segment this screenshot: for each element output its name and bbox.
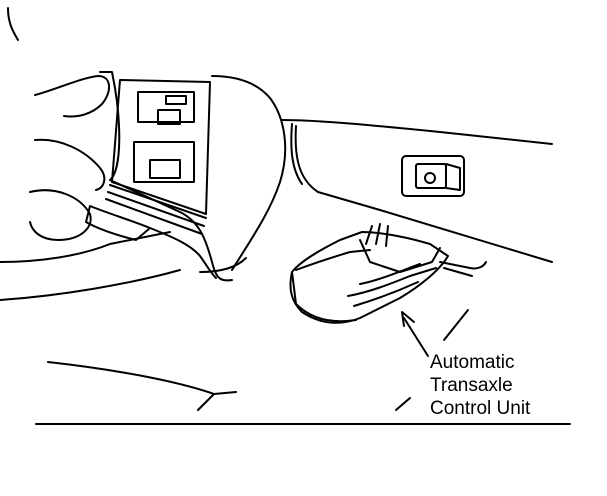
console-face [111,79,211,215]
seat-contour-middle [34,138,106,191]
panel-latch-detail [445,163,461,191]
center-console-outline [99,71,233,282]
seat-contour-lower [29,189,92,241]
control-unit-wiring-2 [353,281,419,307]
control-unit-front [291,271,357,323]
floor-edge [0,269,181,301]
dash-upper-edge [281,119,553,145]
control-unit-cable [439,261,487,270]
console-slot-upper [137,91,195,123]
control-unit-body [289,231,449,324]
lower-center-curve [199,257,247,273]
callout-line-3: Control Unit [430,398,531,419]
leader-arrowhead [401,311,415,327]
console-base-curve [149,227,217,279]
seat-bottom-tail [213,391,237,395]
harness-strand-2 [375,223,381,245]
console-rib-2 [107,191,205,227]
console-slot-mid [157,109,181,125]
console-slot-small [165,95,187,105]
dash-side-curve [294,125,553,263]
leader-line-3 [395,397,411,411]
dash-inner-line [290,123,303,185]
callout-line-2: Transaxle [430,375,513,396]
control-unit-wiring [347,267,437,297]
panel-latch-frame [401,155,465,197]
harness-strand-1 [365,225,373,245]
control-unit-connector [359,239,441,273]
control-unit-wiring-3 [359,263,421,285]
panel-latch-knob [424,172,436,184]
callout-line-1: Automatic [430,352,515,373]
dash-top-corner [7,7,19,41]
console-rib-3 [105,198,203,235]
harness-strand-3 [385,225,389,247]
console-slot-lower [133,141,195,183]
console-rib-1 [109,184,207,219]
leader-line [403,317,429,357]
control-unit-cable-2 [443,267,473,277]
lower-dash-edge [0,231,171,263]
control-unit-callout: Automatic Transaxle Control Unit [430,351,590,420]
console-base-tray [85,205,151,241]
console-right-edge [211,75,287,271]
leader-line-2 [443,309,469,341]
panel-latch-inner [415,163,447,189]
control-unit-top-edge [295,249,371,271]
console-slot-lower-inner [149,159,181,179]
seat-contour-upper [34,75,110,118]
seat-bottom-curve [47,361,215,411]
